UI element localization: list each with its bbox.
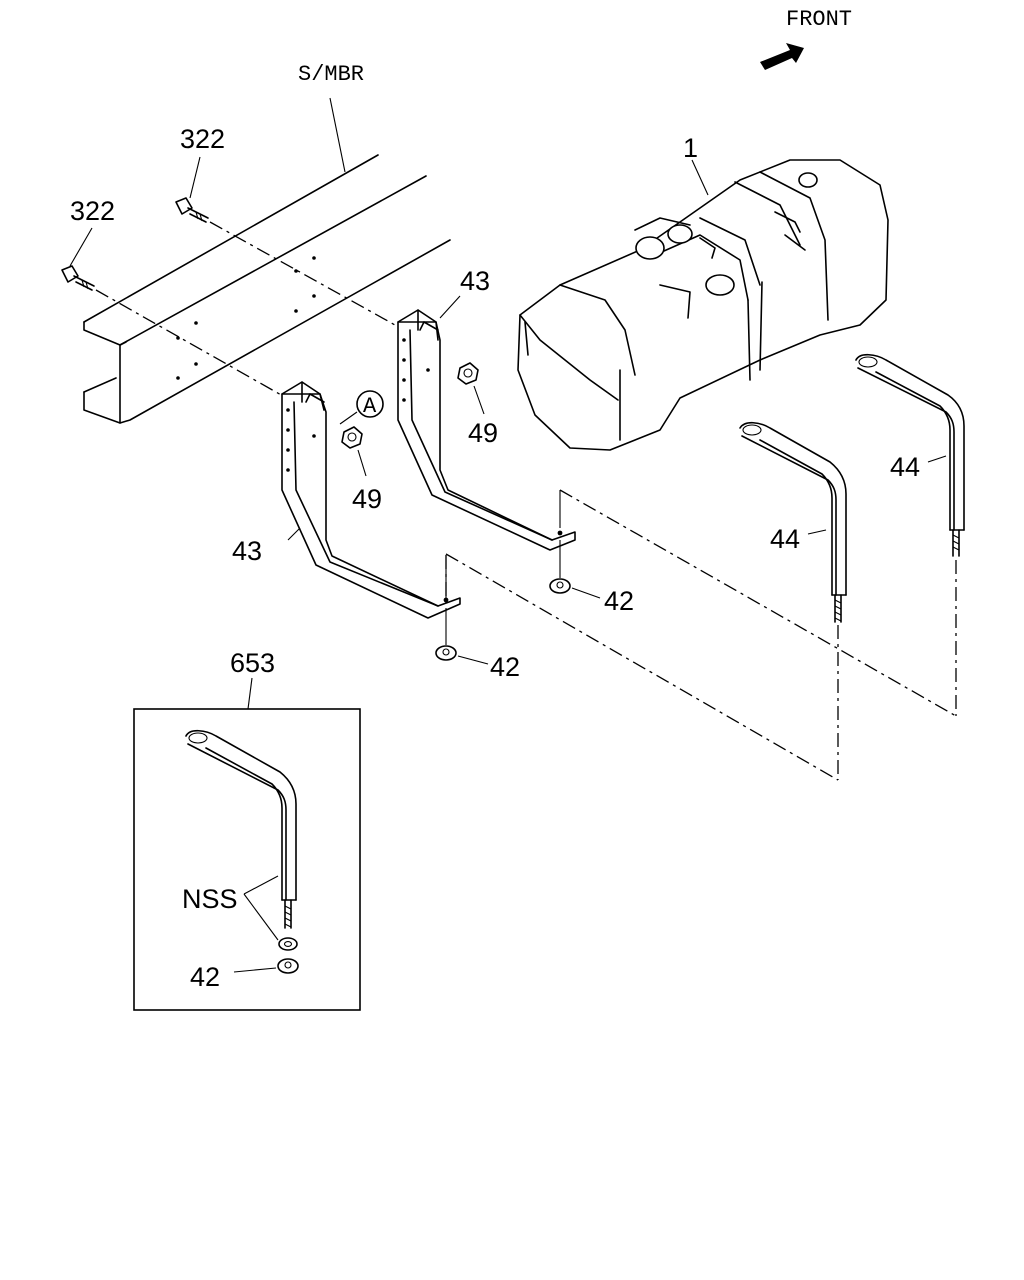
kit-washer xyxy=(278,937,298,951)
bolt-lower-leader xyxy=(69,227,93,267)
nss-leader-strap xyxy=(243,875,279,895)
bracket-front-label: 43 xyxy=(460,266,490,296)
ref-a-label: A xyxy=(363,394,377,419)
nut-49-rear-leader xyxy=(357,449,367,477)
nut-42-rear-leader xyxy=(457,655,489,665)
nss-leader-washer xyxy=(243,893,279,941)
bracket-front xyxy=(397,309,576,551)
bolt-lower xyxy=(61,265,95,291)
nut-42-front xyxy=(549,578,571,594)
nut-42-front-label: 42 xyxy=(604,586,634,616)
nut-49-rear xyxy=(341,426,363,449)
bracket-rear-label: 43 xyxy=(232,536,262,566)
tank-label: 1 xyxy=(683,133,698,163)
kit-label: 653 xyxy=(230,648,275,678)
bracket-rear xyxy=(281,381,461,619)
bolt-lower-centerline xyxy=(95,289,291,401)
rear-assembly-line xyxy=(445,553,839,781)
side-member-leader xyxy=(329,97,346,173)
kit-leader xyxy=(247,677,253,710)
nss-label: NSS xyxy=(182,884,238,914)
strap-front-leader xyxy=(807,529,827,535)
strap-front xyxy=(739,421,847,623)
nut-42-rear xyxy=(435,645,457,661)
side-member-label: S/MBR xyxy=(298,62,364,87)
kit-nut xyxy=(277,958,299,974)
kit-nut-label: 42 xyxy=(190,962,220,992)
strap-rear-label: 44 xyxy=(890,452,920,482)
kit-nut-leader xyxy=(233,967,277,973)
bolt-upper-leader xyxy=(189,156,201,199)
strap-rear-leader xyxy=(927,455,947,463)
fuel-tank xyxy=(517,159,889,451)
front-arrow-icon xyxy=(760,43,804,70)
strap-front-label: 44 xyxy=(770,524,800,554)
nut-49-front-leader xyxy=(473,385,485,415)
tank-leader xyxy=(691,159,709,196)
nut-49-rear-label: 49 xyxy=(352,484,382,514)
bracket-rear-leader xyxy=(287,527,301,541)
bolt-upper-centerline xyxy=(209,221,405,331)
nut-42-rear-label: 42 xyxy=(490,652,520,682)
strap-rear xyxy=(855,353,965,557)
nut-42-front-leader xyxy=(571,587,601,599)
front-label: FRONT xyxy=(786,7,852,32)
bolt-upper xyxy=(175,197,209,223)
nut-49-front-label: 49 xyxy=(468,418,498,448)
bracket-front-leader xyxy=(439,295,461,319)
front-assembly-line xyxy=(559,489,957,717)
kit-box xyxy=(133,708,361,1011)
side-member xyxy=(83,154,451,424)
nut-49-front xyxy=(457,362,479,385)
bolt-lower-label: 322 xyxy=(70,196,115,226)
ref-a-leader xyxy=(339,411,358,425)
ref-a-circle xyxy=(356,390,384,418)
bolt-upper-label: 322 xyxy=(180,124,225,154)
kit-strap xyxy=(185,729,297,929)
